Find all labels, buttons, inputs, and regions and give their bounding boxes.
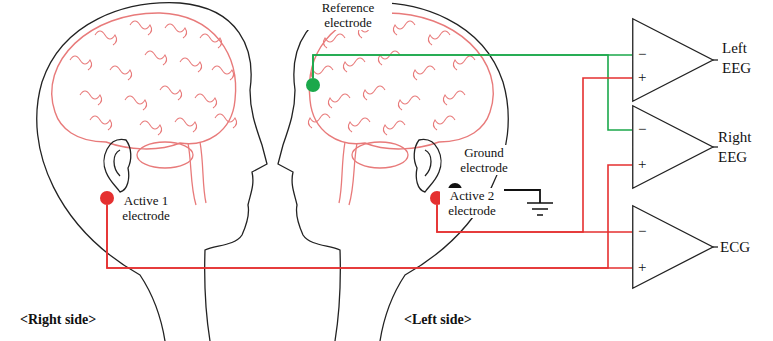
output-line xyxy=(713,246,718,247)
amplifier: −+ECG xyxy=(632,205,714,289)
head-outline xyxy=(37,3,267,341)
brain-fold xyxy=(215,114,237,128)
side-label: <Left side> xyxy=(404,312,472,328)
brain-fold xyxy=(80,91,102,105)
ground-symbol xyxy=(527,203,553,215)
electrode-wire xyxy=(107,165,632,268)
output-label: Left EEG xyxy=(722,38,772,78)
input-sign: − xyxy=(638,223,646,239)
output-line xyxy=(713,146,718,147)
electrode-wire xyxy=(107,205,632,268)
active-electrode: Active 2 electrode xyxy=(430,191,444,205)
amplifier: −+Left EEG xyxy=(632,18,714,102)
head xyxy=(37,3,267,341)
brain-stem xyxy=(188,142,206,205)
brain-fold xyxy=(90,116,112,130)
input-sign: + xyxy=(638,69,646,85)
brain-fold xyxy=(110,66,132,80)
brain-fold xyxy=(212,66,234,80)
brain-fold xyxy=(160,86,182,100)
brain-outline xyxy=(52,13,236,149)
input-sign: − xyxy=(638,46,646,62)
active-electrode: Active 1 electrode xyxy=(100,191,114,205)
amplifier-outline xyxy=(633,19,713,102)
amplifier-triangle xyxy=(632,205,714,289)
electrode-label: Reference electrode xyxy=(304,0,392,30)
cerebellum xyxy=(137,142,193,168)
brain-fold xyxy=(140,121,162,135)
brain-fold xyxy=(95,31,117,45)
brain-fold xyxy=(180,58,202,72)
input-sign: + xyxy=(638,259,646,275)
reference-electrode: Reference electrode xyxy=(306,78,320,92)
brain-folds xyxy=(70,21,237,135)
ear xyxy=(104,140,131,192)
amplifier-outline xyxy=(633,206,713,289)
electrode-label: Ground electrode xyxy=(452,145,516,175)
electrode-label: Active 1 electrode xyxy=(114,193,178,223)
brain-fold xyxy=(200,34,222,48)
brain-fold xyxy=(130,21,152,35)
output-label: Right EEG xyxy=(718,127,770,167)
electrode-wire xyxy=(313,55,632,78)
output-label: ECG xyxy=(720,237,770,257)
brain-fold xyxy=(145,51,167,65)
brain-fold xyxy=(70,56,92,70)
brain-fold xyxy=(175,118,197,132)
amplifier-outline xyxy=(633,106,713,189)
amplifier-triangle xyxy=(632,105,714,189)
brain-fold xyxy=(125,96,147,110)
brain-fold xyxy=(165,24,187,38)
input-sign: + xyxy=(638,156,646,172)
electrode-wire xyxy=(313,55,632,130)
amplifier: −+Right EEG xyxy=(632,105,714,189)
electrode-wire xyxy=(437,78,632,232)
output-line xyxy=(713,59,718,60)
brain-fold xyxy=(195,94,217,108)
side-label: <Right side> xyxy=(20,312,96,328)
electrode-label: Active 2 electrode xyxy=(440,188,504,218)
input-sign: − xyxy=(638,121,646,137)
